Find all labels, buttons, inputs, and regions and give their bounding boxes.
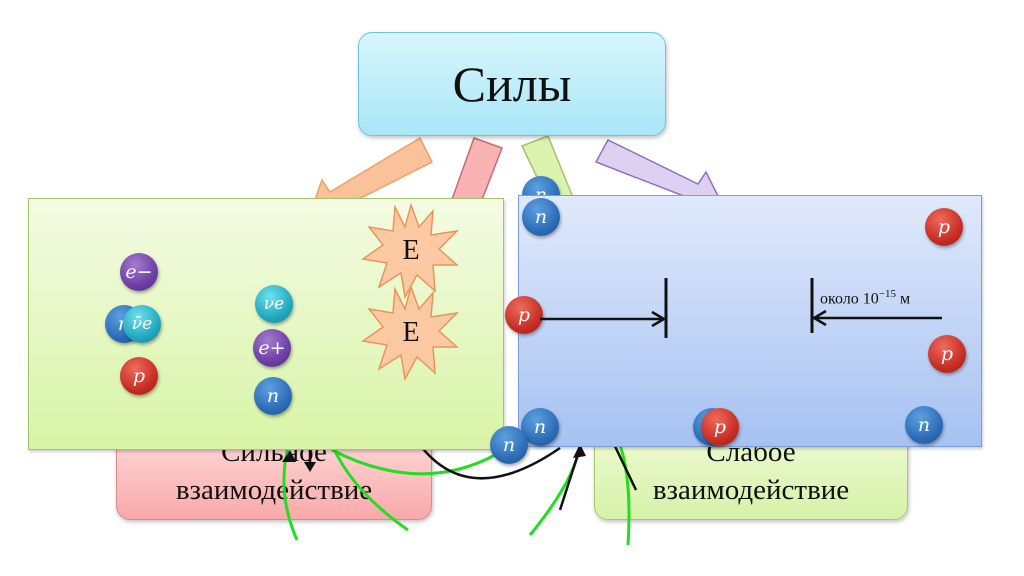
field-line <box>331 448 496 476</box>
neutrino-particle: νe <box>255 285 293 323</box>
neutron-particle: n <box>490 426 528 464</box>
proton-particle: p <box>928 335 966 373</box>
neutron-particle: n <box>254 377 292 415</box>
energy-burst-icon: E <box>361 202 461 300</box>
neutron-particle: n <box>521 408 559 446</box>
energy-burst-icon: E <box>361 284 461 382</box>
neutron-particle: n <box>522 198 560 236</box>
proton-particle: p <box>925 208 963 246</box>
weak-line2: взаимодействие <box>652 474 850 506</box>
beta-decay-panel: e− n ν̄e p νe e+ n E E <box>28 198 504 450</box>
neutron-particle: n <box>905 406 943 444</box>
arrow-line <box>610 439 638 491</box>
distance-label: около 10−15 м <box>820 288 910 308</box>
proton-particle: p <box>120 357 158 395</box>
distance-value: около 10 <box>820 290 879 308</box>
curved-arrow <box>419 444 561 480</box>
forces-title: Силы <box>452 56 572 112</box>
distance-unit: м <box>899 290 911 308</box>
arrow-head <box>282 450 296 462</box>
field-line <box>282 439 299 541</box>
antineutrino-particle: ν̄e <box>123 305 161 343</box>
field-line <box>618 444 631 546</box>
strong-line2: взаимодействие <box>175 474 373 506</box>
arrow-line <box>558 447 582 511</box>
electron-particle: e− <box>120 253 158 291</box>
nucleus-distance-panel: n p p p n n p n <box>505 195 982 447</box>
distance-exponent: −15 <box>878 288 896 300</box>
proton-particle: p <box>701 408 739 446</box>
arrow-head <box>573 444 586 458</box>
positron-particle: e+ <box>253 329 291 367</box>
arrow-head <box>304 462 316 472</box>
forces-title-box: Силы <box>358 32 666 136</box>
proton-particle: p <box>505 296 543 334</box>
